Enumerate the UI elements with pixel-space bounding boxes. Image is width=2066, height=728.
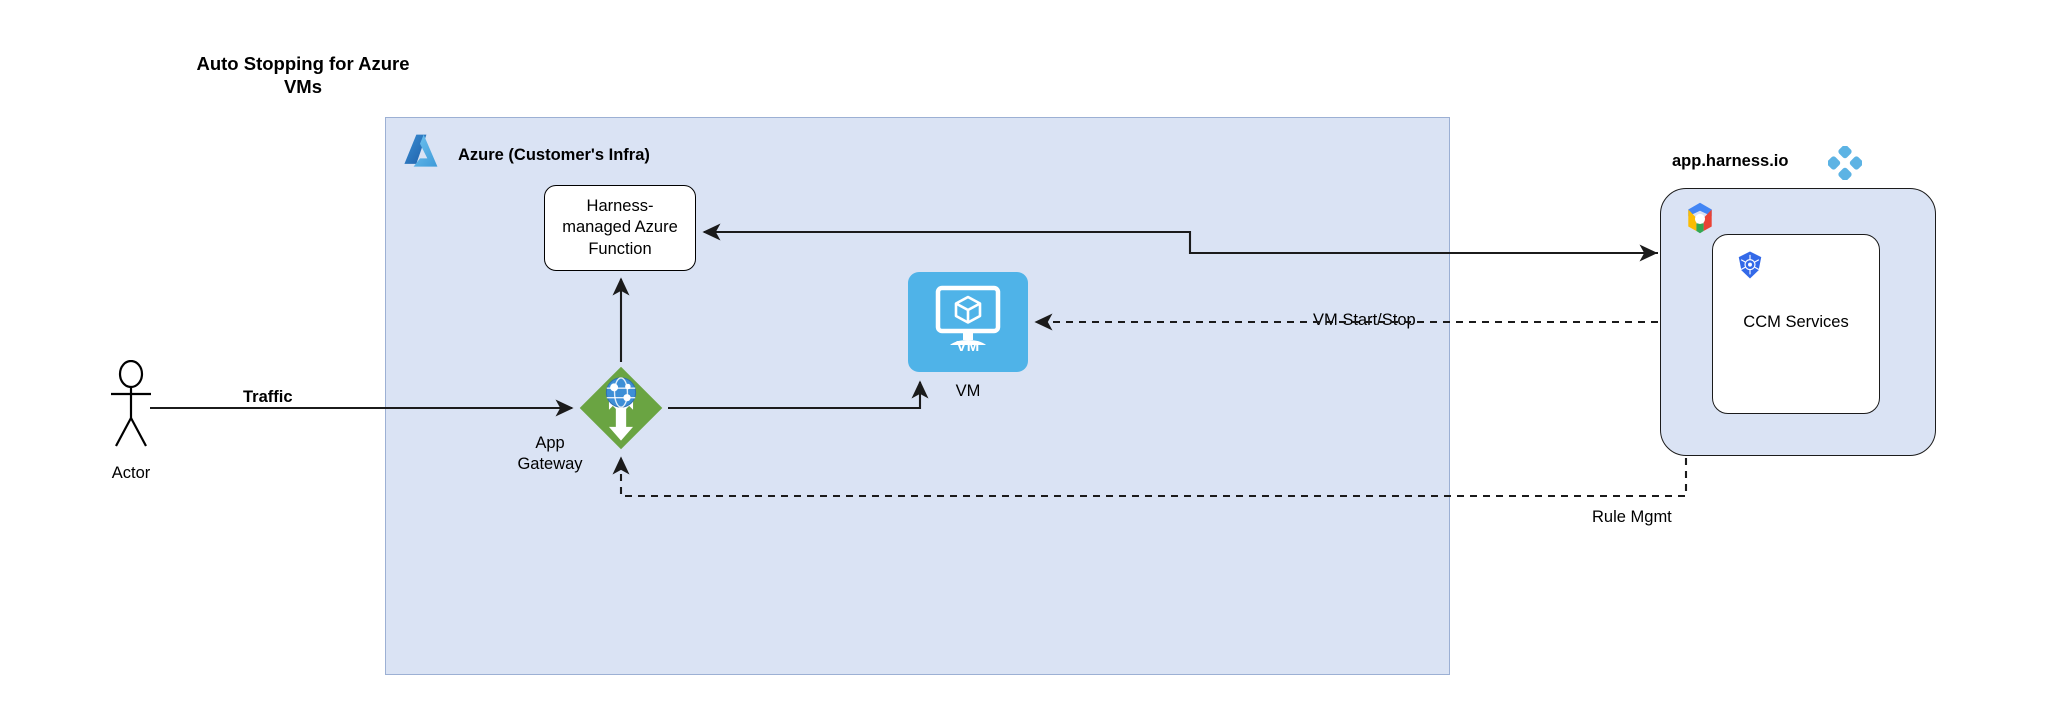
edge-label-traffic: Traffic (243, 388, 293, 406)
actor-label: Actor (111, 464, 151, 482)
google-cloud-logo (1682, 200, 1718, 236)
vm-inner-label: VM (956, 338, 980, 355)
ccm-services-label: CCM Services (1743, 313, 1849, 331)
app-gateway-label: App Gateway (517, 434, 583, 474)
edge-label-rule-mgmt: Rule Mgmt (1592, 508, 1672, 526)
azure-logo (398, 130, 442, 174)
app-gateway-icon[interactable] (578, 365, 664, 451)
azure-function-label: Harness- managed Azure Function (562, 197, 678, 258)
page-title: Auto Stopping for Azure VMs (196, 53, 410, 98)
vm-label: VM (955, 382, 981, 400)
virtual-machine-icon[interactable] (908, 272, 1028, 372)
harness-logo (1826, 144, 1864, 182)
harness-title: app.harness.io (1672, 152, 1789, 170)
azure-container-label: Azure (Customer's Infra) (458, 146, 650, 164)
kubernetes-logo (1735, 250, 1765, 280)
ccm-services-node[interactable] (1712, 234, 1880, 414)
edge-label-vm-start-stop: VM Start/Stop (1311, 311, 1418, 330)
actor-stick-figure-icon[interactable] (100, 359, 162, 450)
azure-function-node[interactable]: Harness- managed Azure Function (544, 185, 696, 271)
